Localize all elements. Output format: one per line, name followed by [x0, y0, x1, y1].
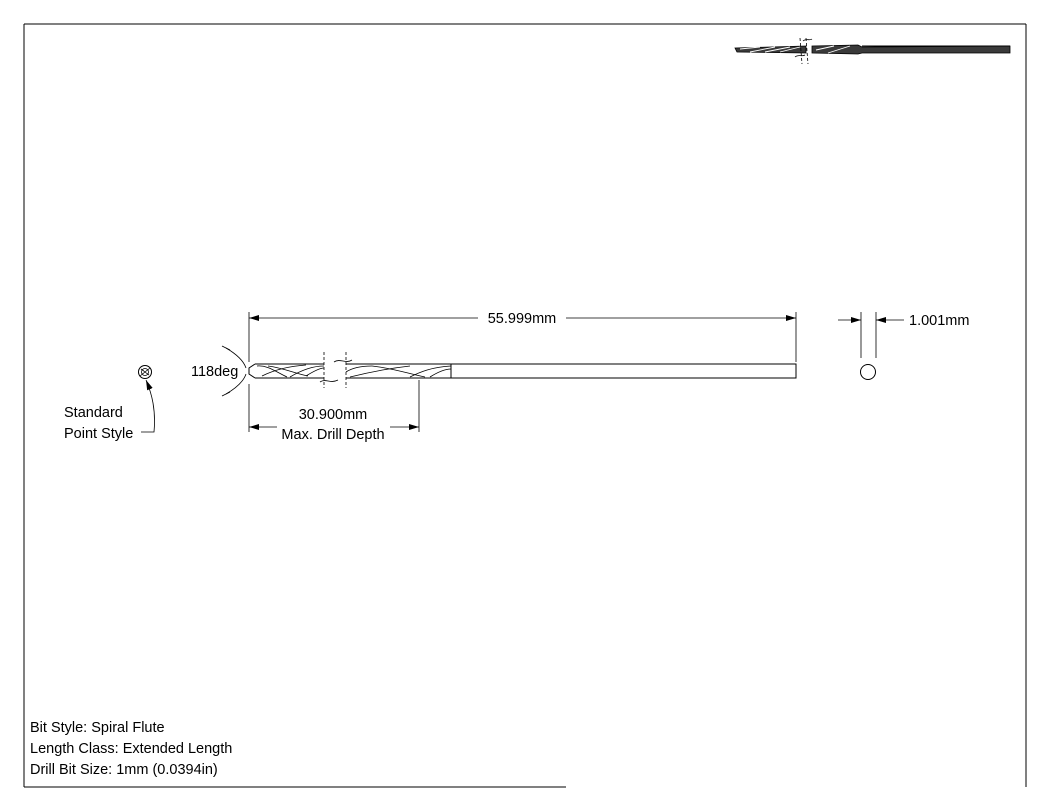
drill-bit-size-note: Drill Bit Size: 1mm (0.0394in): [30, 762, 218, 778]
point-angle-dimension: 118deg: [191, 345, 247, 397]
flute-length-label: 30.900mm: [299, 407, 368, 423]
sheet-border: [23, 23, 1027, 788]
point-angle-label: 118deg: [191, 364, 238, 380]
callout-line2: Point Style: [64, 426, 133, 442]
diameter-label: 1.001mm: [909, 313, 969, 329]
drill-side-view: [248, 352, 797, 388]
end-view: 1.001mm: [838, 312, 969, 380]
title-notes: Bit Style: Spiral Flute Length Class: Ex…: [30, 718, 232, 781]
point-style-callout: Standard Point Style: [64, 365, 155, 442]
length-class-note: Length Class: Extended Length: [30, 741, 233, 757]
max-drill-depth-label: Max. Drill Depth: [281, 427, 384, 443]
callout-line1: Standard: [64, 405, 123, 421]
isometric-view: [734, 37, 1011, 65]
overall-length-dimension: 55.999mm: [248, 311, 797, 362]
point-style-icon: [138, 365, 152, 379]
overall-length-label: 55.999mm: [488, 311, 557, 327]
bit-style-note: Bit Style: Spiral Flute: [30, 720, 165, 736]
flute-length-dimension: 30.900mm Max. Drill Depth: [248, 380, 420, 443]
